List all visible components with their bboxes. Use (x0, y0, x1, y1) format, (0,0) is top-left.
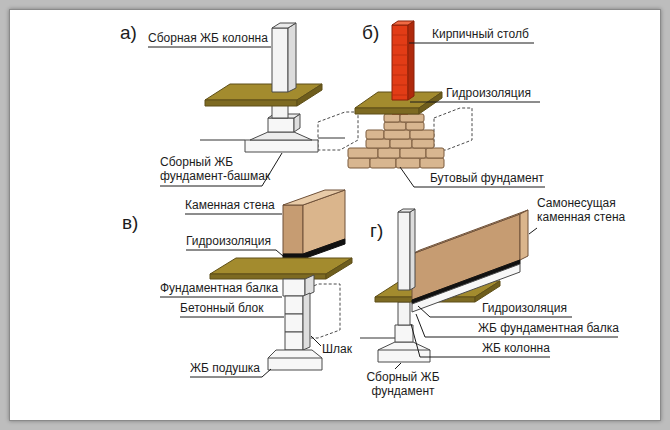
callout-label: Шлак (322, 342, 352, 356)
panel-letter: б) (362, 22, 379, 44)
callout-label: ЖБ фундаментная балка (478, 321, 619, 335)
callout-label: Бутовый фундамент (430, 171, 544, 185)
callout-label: Гидроизоляция (446, 86, 531, 100)
callout-label: Гидроизоляция (186, 234, 271, 248)
callout-label: Гидроизоляция (482, 301, 567, 315)
callout-label: Каменная стена (185, 198, 275, 212)
callout-label: ЖБ подушка (190, 361, 260, 375)
callout-label: Самонесущая каменная стена (537, 196, 649, 224)
panel-letter: в) (122, 212, 138, 234)
panel-letter: а) (120, 22, 137, 44)
callout-label: Сборная ЖБ колонна (148, 31, 268, 45)
callout-label: Бетонный блок (180, 301, 264, 315)
callout-label: Сборный ЖБ фундамент-башмак (160, 155, 278, 183)
callout-label: Кирпичный столб (432, 27, 529, 41)
callout-label: ЖБ колонна (482, 341, 550, 355)
callout-label: Сборный ЖБ фундамент (358, 370, 448, 398)
panel-letter: г) (370, 220, 383, 242)
callout-label: Фундаментная балка (160, 281, 278, 295)
